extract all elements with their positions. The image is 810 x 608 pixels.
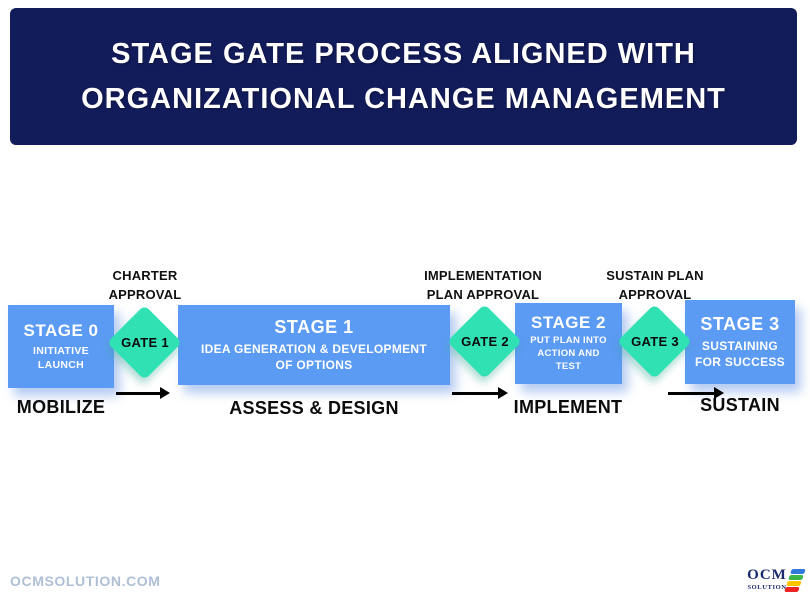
gate3-label: GATE 3 [631, 334, 679, 349]
website-watermark: OCMSOLUTION.COM [10, 573, 161, 589]
stage2-box: STAGE 2 PUT PLAN INTO ACTION AND TEST [515, 303, 622, 384]
arrow-stage1-to-stage2 [452, 387, 508, 399]
page-title-line1: STAGE GATE PROCESS ALIGNED WITH [111, 37, 696, 70]
arrow-stage2-to-stage3 [668, 387, 724, 399]
phase-label-mobilize: MOBILIZE [16, 397, 106, 417]
logo-text: OCM [747, 567, 787, 583]
title-banner: STAGE GATE PROCESS ALIGNED WITH ORGANIZA… [10, 8, 797, 145]
stage2-title: STAGE 2 [531, 313, 606, 333]
logo-bar-yellow-icon [786, 581, 802, 586]
stage0-box: STAGE 0 INITIATIVE LAUNCH [8, 305, 114, 388]
stage3-box: STAGE 3 SUSTAINING FOR SUCCESS [685, 300, 795, 384]
gate3-approval-label: SUSTAIN PLAN APPROVAL [606, 268, 704, 302]
logo-bar-blue-icon [790, 569, 806, 574]
phase-label-sustain: SUSTAIN [700, 395, 780, 415]
stage1-title: STAGE 1 [274, 316, 354, 337]
arrow-stage0-to-stage1 [116, 387, 170, 399]
stage1-description: IDEA GENERATION & DEVELOPMENT OF OPTIONS [200, 341, 428, 372]
stage3-title: STAGE 3 [700, 313, 780, 334]
stage3-description: SUSTAINING FOR SUCCESS [695, 338, 785, 369]
logo-bars-icon [784, 569, 806, 597]
phase-label-assess-design: ASSESS & DESIGN [229, 398, 399, 418]
page-title-line2: ORGANIZATIONAL CHANGE MANAGEMENT [81, 82, 726, 115]
stage1-box: STAGE 1 IDEA GENERATION & DEVELOPMENT OF… [178, 305, 450, 385]
stage2-description: PUT PLAN INTO ACTION AND TEST [530, 335, 607, 372]
stage0-title: STAGE 0 [23, 320, 99, 340]
gate1-label: GATE 1 [121, 335, 169, 350]
logo-bar-green-icon [788, 575, 804, 580]
gate2-approval-label: IMPLEMENTATION PLAN APPROVAL [424, 268, 542, 302]
ocm-solution-logo: OCM SOLUTION [744, 568, 806, 600]
gate1-approval-label: CHARTER APPROVAL [108, 268, 182, 302]
logo-bar-red-icon [784, 587, 800, 592]
stage0-description: INITIATIVE LAUNCH [33, 344, 89, 371]
logo-subtext: SOLUTION [747, 584, 787, 591]
phase-label-implement: IMPLEMENT [513, 397, 623, 417]
gate2-label: GATE 2 [461, 334, 509, 349]
